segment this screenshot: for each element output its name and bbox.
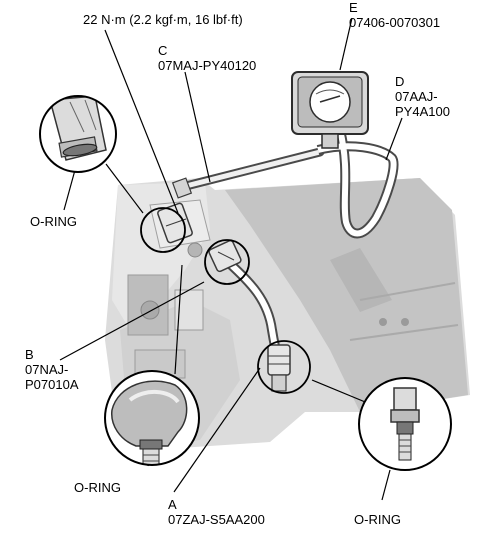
callout-b-part-line2: P07010A	[25, 377, 79, 392]
callout-b-letter: B	[25, 347, 34, 362]
callout-b-part-line1: 07NAJ-	[25, 362, 69, 377]
oring-detail-bottom-right	[358, 377, 452, 471]
callout-c-letter: C	[158, 43, 168, 58]
hose-d	[316, 128, 399, 239]
callout-c-part: 07MAJ-PY40120	[158, 58, 257, 73]
hose-a-lower-fitting	[267, 344, 291, 392]
hose-c	[181, 147, 325, 191]
callout-circles	[140, 207, 311, 394]
oring-label-top: O-RING	[30, 214, 77, 229]
pressure-gauge-e	[291, 71, 369, 149]
oring-detail-top	[39, 95, 117, 173]
oring-detail-bottom-left	[104, 370, 200, 466]
callout-d-letter: D	[395, 74, 405, 89]
torque-spec-label: 22 N·m (2.2 kgf·m, 16 lbf·ft)	[83, 12, 243, 27]
callout-e-part: 07406-0070301	[349, 15, 441, 30]
callout-a-letter: A	[168, 497, 177, 512]
callout-e-letter: E	[349, 0, 358, 15]
oring-label-bottom-left: O-RING	[74, 480, 121, 495]
oring-label-bottom-right: O-RING	[354, 512, 401, 527]
hose-a-upper-fitting	[208, 239, 242, 273]
callout-d-part-line1: 07AAJ-	[395, 89, 438, 104]
callout-a-part: 07ZAJ-S5AA200	[168, 512, 265, 527]
callout-d-part-line2: PY4A100	[395, 104, 450, 119]
